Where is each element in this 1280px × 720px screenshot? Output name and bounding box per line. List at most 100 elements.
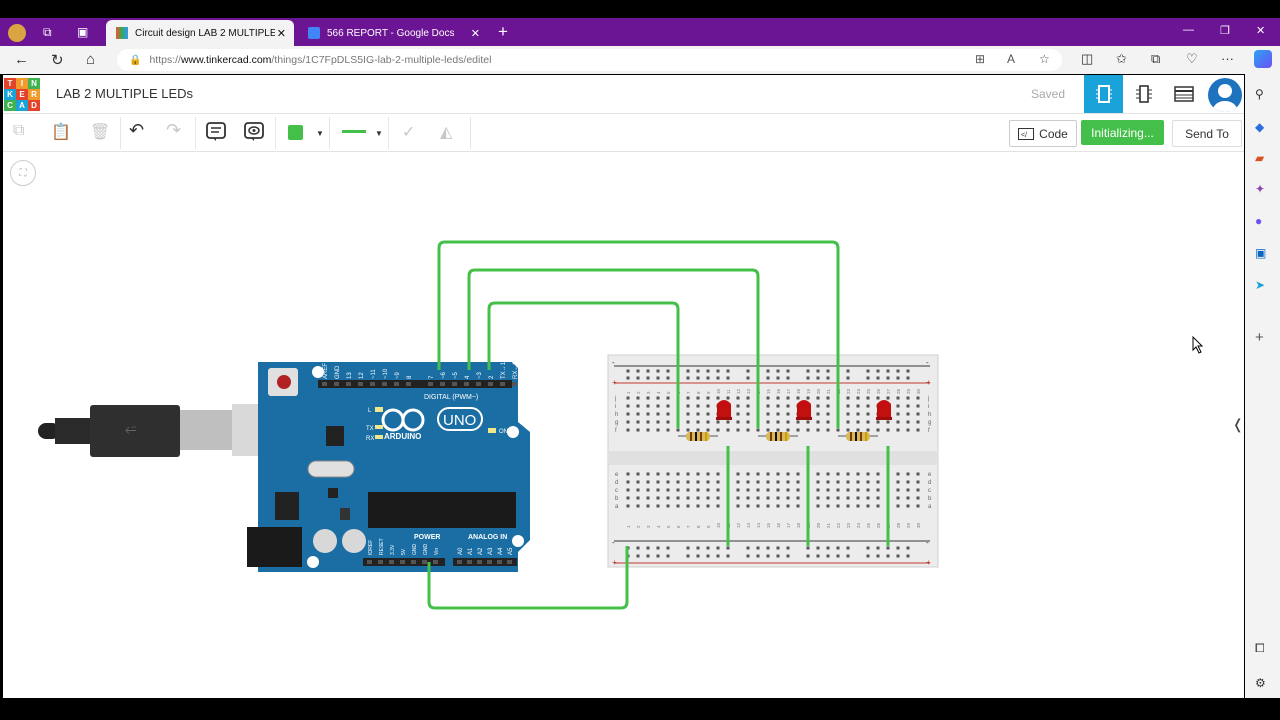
rail-hole[interactable]: [896, 376, 900, 380]
breadboard-hole[interactable]: [716, 420, 720, 424]
rail-hole[interactable]: [656, 546, 660, 550]
breadboard-hole[interactable]: [916, 396, 920, 400]
digital-pin[interactable]: [394, 382, 399, 386]
send-to-button[interactable]: Send To: [1172, 120, 1242, 147]
rail-hole[interactable]: [756, 554, 760, 558]
breadboard-hole[interactable]: [736, 428, 740, 432]
breadboard-hole[interactable]: [676, 488, 680, 492]
url-field[interactable]: 🔒 https://www.tinkercad.com/things/1C7Fp…: [117, 49, 1062, 71]
wire-pin2-led1[interactable]: [487, 301, 680, 428]
breadboard-hole[interactable]: [706, 412, 710, 416]
breadboard-hole[interactable]: [746, 412, 750, 416]
breadboard-hole[interactable]: [896, 504, 900, 508]
breadboard-hole[interactable]: [656, 496, 660, 500]
rail-hole[interactable]: [646, 554, 650, 558]
breadboard-hole[interactable]: [666, 420, 670, 424]
breadboard-hole[interactable]: [826, 404, 830, 408]
breadboard-hole[interactable]: [906, 496, 910, 500]
breadboard-hole[interactable]: [776, 428, 780, 432]
breadboard-hole[interactable]: [776, 420, 780, 424]
rail-hole[interactable]: [886, 376, 890, 380]
breadboard-hole[interactable]: [786, 396, 790, 400]
breadboard-hole[interactable]: [836, 472, 840, 476]
digital-pin[interactable]: [500, 382, 505, 386]
rail-hole[interactable]: [826, 546, 830, 550]
rail-hole[interactable]: [686, 369, 690, 373]
rail-hole[interactable]: [626, 376, 630, 380]
rail-hole[interactable]: [846, 369, 850, 373]
breadboard-hole[interactable]: [906, 404, 910, 408]
breadboard-hole[interactable]: [916, 488, 920, 492]
breadboard-hole[interactable]: [866, 488, 870, 492]
breadboard-hole[interactable]: [846, 504, 850, 508]
breadboard-hole[interactable]: [876, 472, 880, 476]
breadboard-hole[interactable]: [786, 420, 790, 424]
breadboard-hole[interactable]: [876, 428, 880, 432]
rail-hole[interactable]: [826, 376, 830, 380]
breadboard-hole[interactable]: [796, 488, 800, 492]
breadboard-hole[interactable]: [866, 496, 870, 500]
rail-hole[interactable]: [746, 369, 750, 373]
breadboard-hole[interactable]: [906, 504, 910, 508]
analog-pin[interactable]: [467, 560, 472, 564]
notes-visibility-icon[interactable]: [244, 122, 264, 147]
breadboard-hole[interactable]: [826, 428, 830, 432]
rail-hole[interactable]: [896, 554, 900, 558]
breadboard-hole[interactable]: [876, 480, 880, 484]
breadboard-hole[interactable]: [706, 480, 710, 484]
breadboard-hole[interactable]: [816, 404, 820, 408]
breadboard-hole[interactable]: [656, 420, 660, 424]
rail-hole[interactable]: [866, 376, 870, 380]
workspaces-icon[interactable]: ⧉: [43, 25, 52, 39]
breadboard-hole[interactable]: [696, 412, 700, 416]
breadboard-hole[interactable]: [826, 472, 830, 476]
breadboard-hole[interactable]: [676, 504, 680, 508]
breadboard-hole[interactable]: [676, 428, 680, 432]
breadboard-hole[interactable]: [686, 420, 690, 424]
breadboard-hole[interactable]: [746, 396, 750, 400]
rail-hole[interactable]: [666, 554, 670, 558]
rail-hole[interactable]: [806, 554, 810, 558]
breadboard-hole[interactable]: [856, 488, 860, 492]
favorites-icon[interactable]: ✩: [1116, 51, 1127, 66]
digital-pin[interactable]: [464, 382, 469, 386]
breadboard-hole[interactable]: [646, 420, 650, 424]
breadboard-hole[interactable]: [866, 428, 870, 432]
breadboard-hole[interactable]: [866, 504, 870, 508]
rail-hole[interactable]: [876, 554, 880, 558]
rail-hole[interactable]: [656, 369, 660, 373]
breadboard-hole[interactable]: [666, 480, 670, 484]
rail-hole[interactable]: [906, 369, 910, 373]
breadboard-hole[interactable]: [756, 504, 760, 508]
breadboard-hole[interactable]: [846, 404, 850, 408]
breadboard-hole[interactable]: [836, 428, 840, 432]
paste-icon[interactable]: 📋: [51, 124, 71, 141]
breadboard-hole[interactable]: [746, 428, 750, 432]
wire-color-swatch[interactable]: [288, 125, 303, 140]
rail-hole[interactable]: [776, 554, 780, 558]
breadboard-hole[interactable]: [656, 428, 660, 432]
breadboard-hole[interactable]: [766, 480, 770, 484]
rail-hole[interactable]: [666, 369, 670, 373]
breadboard-hole[interactable]: [696, 472, 700, 476]
breadboard-hole[interactable]: [786, 504, 790, 508]
breadboard-hole[interactable]: [876, 488, 880, 492]
tag-icon[interactable]: ◆: [1255, 120, 1265, 134]
breadboard-hole[interactable]: [646, 404, 650, 408]
rail-hole[interactable]: [846, 554, 850, 558]
breadboard-hole[interactable]: [706, 472, 710, 476]
breadboard-hole[interactable]: [826, 480, 830, 484]
breadboard-hole[interactable]: [836, 496, 840, 500]
breadboard-hole[interactable]: [906, 396, 910, 400]
rail-hole[interactable]: [776, 369, 780, 373]
breadboard-hole[interactable]: [716, 504, 720, 508]
breadboard-hole[interactable]: [776, 396, 780, 400]
breadboard-hole[interactable]: [916, 404, 920, 408]
breadboard-hole[interactable]: [896, 428, 900, 432]
breadboard-hole[interactable]: [716, 480, 720, 484]
undo-icon[interactable]: ↶: [129, 120, 145, 140]
rail-hole[interactable]: [866, 369, 870, 373]
breadboard-hole[interactable]: [856, 396, 860, 400]
power-pin[interactable]: [400, 560, 405, 564]
breadboard-hole[interactable]: [736, 404, 740, 408]
